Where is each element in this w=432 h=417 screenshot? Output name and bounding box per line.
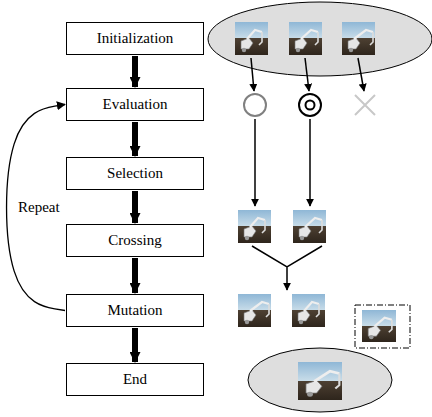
reject-mark (355, 95, 375, 115)
box-label: Initialization (97, 30, 174, 47)
box-label: End (123, 371, 147, 388)
box-label: Mutation (108, 302, 163, 319)
flow-arrow (132, 122, 138, 156)
robot-image (238, 294, 271, 327)
robot-image (292, 294, 325, 327)
population-ellipse (208, 2, 432, 76)
best-mark (299, 94, 321, 116)
box-label: Crossing (108, 232, 161, 249)
robot-image (289, 22, 322, 55)
process-box: Initialization (66, 22, 204, 55)
good-mark (244, 94, 266, 116)
arrow (358, 58, 364, 91)
robot-image (238, 210, 271, 243)
edge-label: Repeat (17, 199, 61, 216)
flow-arrow (132, 191, 138, 223)
process-box: Mutation (66, 294, 204, 327)
arrow (251, 58, 254, 91)
box-label: Selection (107, 165, 163, 182)
robot-image (293, 210, 326, 243)
merge-arrow (252, 246, 322, 290)
mutation-frame (355, 305, 410, 348)
arrow (309, 119, 311, 206)
process-box: Evaluation (66, 88, 204, 121)
repeat-arrow (7, 105, 65, 311)
best-mark-inner (306, 101, 315, 110)
process-box: Crossing (66, 224, 204, 257)
robot-image (235, 22, 268, 55)
robot-image (342, 22, 375, 55)
result-ellipse (248, 348, 392, 412)
robot-image (362, 310, 396, 342)
process-box: Selection (66, 157, 204, 190)
process-box: End (66, 363, 204, 396)
arrow (254, 119, 256, 206)
robot-image (298, 362, 342, 400)
arrow (305, 58, 309, 91)
flow-arrow (132, 56, 138, 87)
box-label: Evaluation (103, 96, 168, 113)
flow-arrow (132, 328, 138, 362)
flow-arrow (132, 258, 138, 293)
